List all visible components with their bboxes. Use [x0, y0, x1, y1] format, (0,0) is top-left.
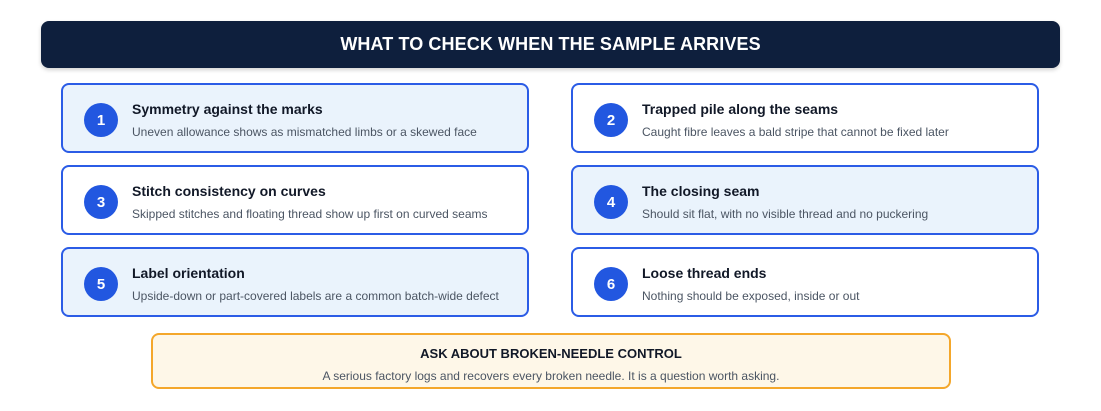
header-banner: WHAT TO CHECK WHEN THE SAMPLE ARRIVES	[41, 21, 1060, 68]
check-title: Loose thread ends	[642, 265, 767, 281]
check-description: Nothing should be exposed, inside or out	[642, 289, 860, 303]
check-card-3: 3 Stitch consistency on curves Skipped s…	[61, 165, 529, 235]
check-title: Symmetry against the marks	[132, 101, 323, 117]
check-card-5: 5 Label orientation Upside-down or part-…	[61, 247, 529, 317]
check-card-4: 4 The closing seam Should sit flat, with…	[571, 165, 1039, 235]
check-title: The closing seam	[642, 183, 760, 199]
check-card-6: 6 Loose thread ends Nothing should be ex…	[571, 247, 1039, 317]
note-title: ASK ABOUT BROKEN-NEEDLE CONTROL	[420, 346, 682, 361]
check-title: Label orientation	[132, 265, 245, 281]
check-description: Skipped stitches and floating thread sho…	[132, 207, 488, 221]
check-description: Should sit flat, with no visible thread …	[642, 207, 929, 221]
check-description: Upside-down or part-covered labels are a…	[132, 289, 499, 303]
check-description: Uneven allowance shows as mismatched lim…	[132, 125, 477, 139]
step-number-badge: 2	[594, 103, 628, 137]
step-number-badge: 1	[84, 103, 118, 137]
callout-note: ASK ABOUT BROKEN-NEEDLE CONTROL A seriou…	[151, 333, 951, 389]
step-number-badge: 4	[594, 185, 628, 219]
step-number-badge: 3	[84, 185, 118, 219]
check-title: Trapped pile along the seams	[642, 101, 839, 117]
step-number-badge: 6	[594, 267, 628, 301]
check-title: Stitch consistency on curves	[132, 183, 326, 199]
step-number-badge: 5	[84, 267, 118, 301]
page-title: WHAT TO CHECK WHEN THE SAMPLE ARRIVES	[340, 34, 761, 54]
note-text: A serious factory logs and recovers ever…	[322, 369, 780, 383]
check-card-1: 1 Symmetry against the marks Uneven allo…	[61, 83, 529, 153]
check-description: Caught fibre leaves a bald stripe that c…	[642, 125, 949, 139]
check-card-2: 2 Trapped pile along the seams Caught fi…	[571, 83, 1039, 153]
